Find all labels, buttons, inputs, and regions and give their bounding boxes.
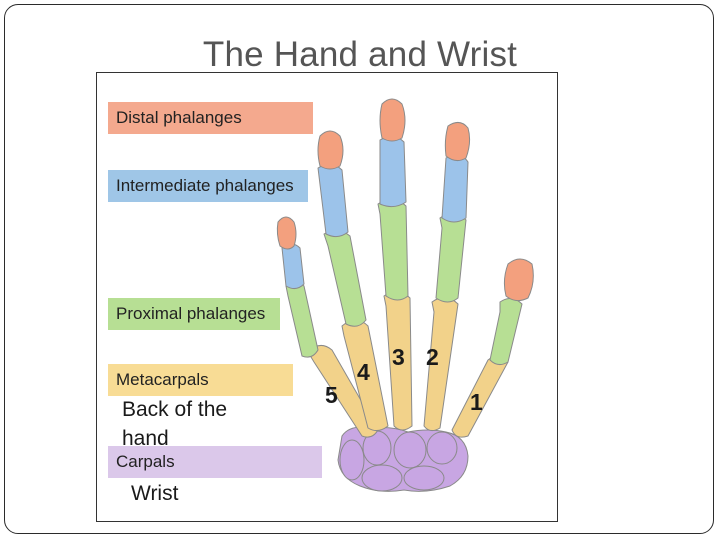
digit-number-3: 3 [392,344,405,370]
note-back-of-hand: Back of the hand [122,398,228,450]
distal-phalanx-bones [276,98,534,302]
slide-frame: The Hand and Wrist [4,4,714,534]
digit-number-1: 1 [470,389,483,415]
label-proximal-phalanges: Proximal phalanges [108,298,280,330]
label-distal-phalanges: Distal phalanges [108,102,313,134]
digit-number-2: 2 [426,344,439,370]
label-carpals: Carpals [108,446,322,478]
intermediate-phalanx-bones [281,136,469,290]
digit-number-5: 5 [325,382,338,408]
slide-title: The Hand and Wrist [202,35,518,74]
carpal-bones [337,426,469,492]
digit-number-4: 4 [357,359,370,385]
label-metacarpals: Metacarpals [108,364,293,396]
note-wrist: Wrist [131,482,179,505]
label-intermediate-phalanges: Intermediate phalanges [108,170,308,202]
proximal-phalanx-bones [285,199,523,366]
metacarpal-bones [307,291,509,438]
